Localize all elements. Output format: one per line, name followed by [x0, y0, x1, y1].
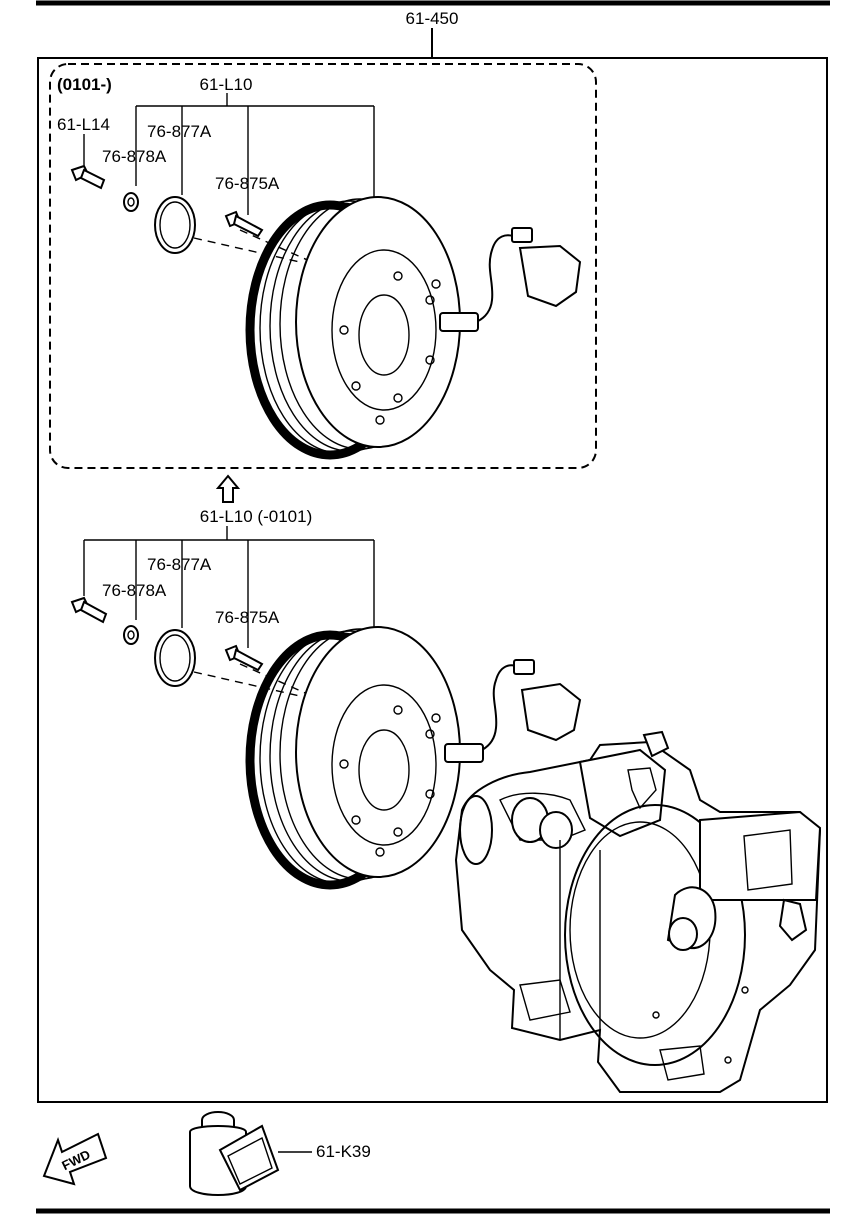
upper-wire-connector — [439, 227, 582, 332]
label-upper-bolt[interactable]: 61-L14 — [57, 115, 110, 134]
label-upper-washer[interactable]: 76-878A — [102, 147, 167, 166]
label-lower-snap-ring[interactable]: 76-877A — [147, 555, 212, 574]
ac-compressor — [454, 730, 822, 1093]
assembly-label[interactable]: 61-450 — [406, 9, 459, 28]
lower-snap-ring — [154, 629, 196, 687]
label-upper-screw[interactable]: 76-875A — [215, 174, 280, 193]
lower-clutch-pulley — [245, 626, 461, 890]
label-upper-snap-ring[interactable]: 76-877A — [147, 122, 212, 141]
lower-screw — [224, 644, 264, 672]
lower-wire-connector — [444, 659, 582, 763]
upper-snap-ring — [154, 196, 196, 254]
upper-screw — [224, 210, 264, 238]
upper-bolt — [70, 164, 106, 190]
label-lower-washer[interactable]: 76-878A — [102, 581, 167, 600]
relay-part — [189, 1111, 312, 1196]
upper-group-box — [49, 63, 597, 469]
upper-clutch-pulley — [245, 196, 461, 460]
label-relay[interactable]: 61-K39 — [316, 1142, 371, 1161]
label-lower-screw[interactable]: 76-875A — [215, 608, 280, 627]
label-lower-clutch[interactable]: 61-L10 (-0101) — [200, 507, 312, 526]
update-arrow-icon — [215, 474, 241, 503]
fwd-arrow-icon: FWD — [42, 1132, 108, 1186]
upper-washer — [123, 192, 139, 212]
upper-group-note: (0101-) — [57, 75, 112, 94]
lower-washer — [123, 625, 139, 645]
label-upper-clutch[interactable]: 61-L10 — [200, 75, 253, 94]
lower-bolt — [70, 596, 108, 624]
